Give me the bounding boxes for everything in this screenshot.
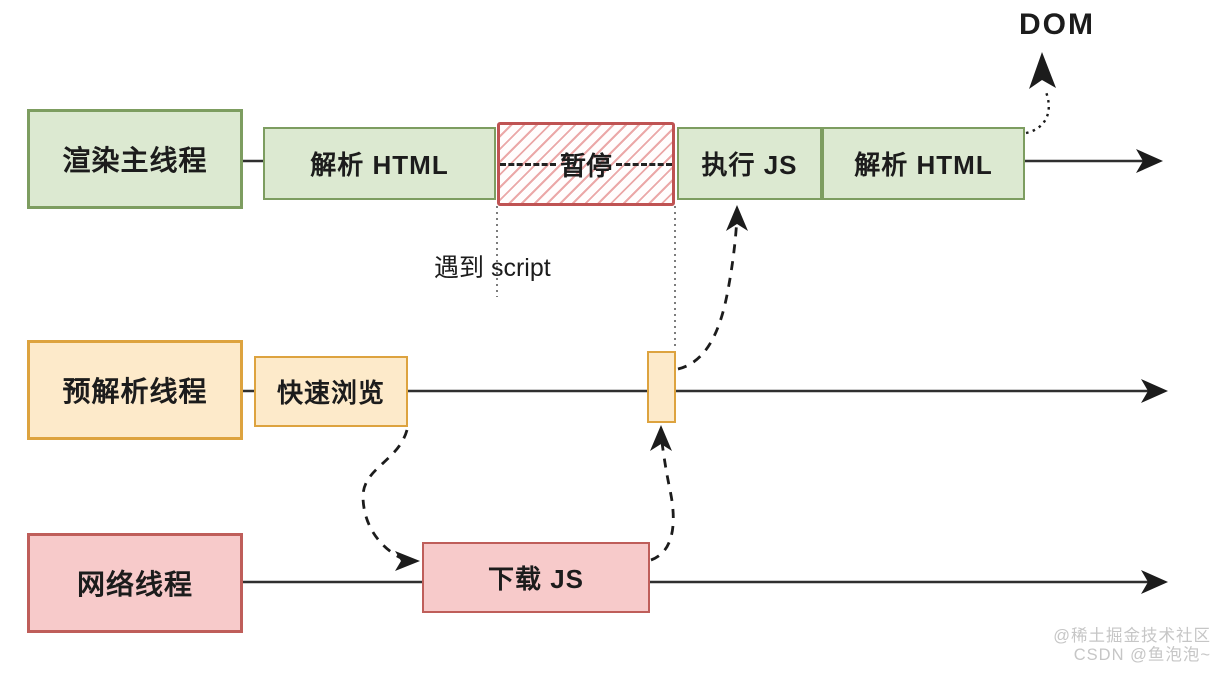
render-main-thread-box: 渲染主线程 — [27, 109, 243, 209]
download-to-prescan-curve — [650, 434, 675, 562]
download-js-label: 下载 JS — [487, 564, 585, 594]
prescan-thread-box: 预解析线程 — [27, 340, 243, 440]
network-timeline-arrowhead-icon — [1141, 570, 1168, 594]
dom-label: DOM — [1019, 8, 1095, 41]
prescan-thread-label: 预解析线程 — [62, 376, 208, 407]
prescan-to-exec-arrowhead-icon — [726, 205, 748, 231]
render-timeline-arrowhead-icon — [1136, 149, 1163, 173]
parse-html-1-label: 解析 HTML — [310, 150, 449, 180]
parse-html-2-label: 解析 HTML — [854, 150, 993, 180]
quick-scan-box: 快速浏览 — [254, 356, 408, 427]
prescan-resume-box — [647, 351, 676, 423]
pause-dash-right — [616, 162, 673, 166]
pause-dash-left — [500, 162, 556, 166]
download-js-box: 下载 JS — [422, 542, 650, 613]
exec-js-label: 执行 JS — [701, 150, 798, 180]
network-thread-box: 网络线程 — [27, 533, 243, 633]
parse-html-2-box: 解析 HTML — [822, 127, 1025, 200]
watermark: @稀土掘金技术社区 CSDN @鱼泡泡~ — [1053, 627, 1211, 665]
parse-html-1-box: 解析 HTML — [263, 127, 496, 200]
prescan-timeline-arrowhead-icon — [1141, 379, 1168, 403]
network-thread-label: 网络线程 — [76, 569, 193, 600]
pause-box: 暂停 — [497, 122, 675, 206]
prescan-to-download-arrowhead-icon — [395, 551, 420, 571]
render-main-thread-label: 渲染主线程 — [62, 145, 208, 176]
dom-arrowhead-icon — [1029, 52, 1056, 89]
quick-scan-label: 快速浏览 — [276, 378, 385, 408]
pause-label: 暂停 — [560, 150, 613, 181]
dom-output-curve — [1025, 91, 1050, 135]
exec-js-box: 执行 JS — [677, 127, 822, 200]
prescan-to-download-curve — [361, 429, 409, 560]
download-to-prescan-arrowhead-icon — [650, 425, 672, 451]
watermark-line2: CSDN @鱼泡泡~ — [1073, 646, 1211, 664]
prescan-to-exec-curve — [677, 215, 739, 371]
watermark-line1: @稀土掘金技术社区 — [1053, 627, 1211, 645]
script-note: 遇到 script — [434, 254, 551, 282]
